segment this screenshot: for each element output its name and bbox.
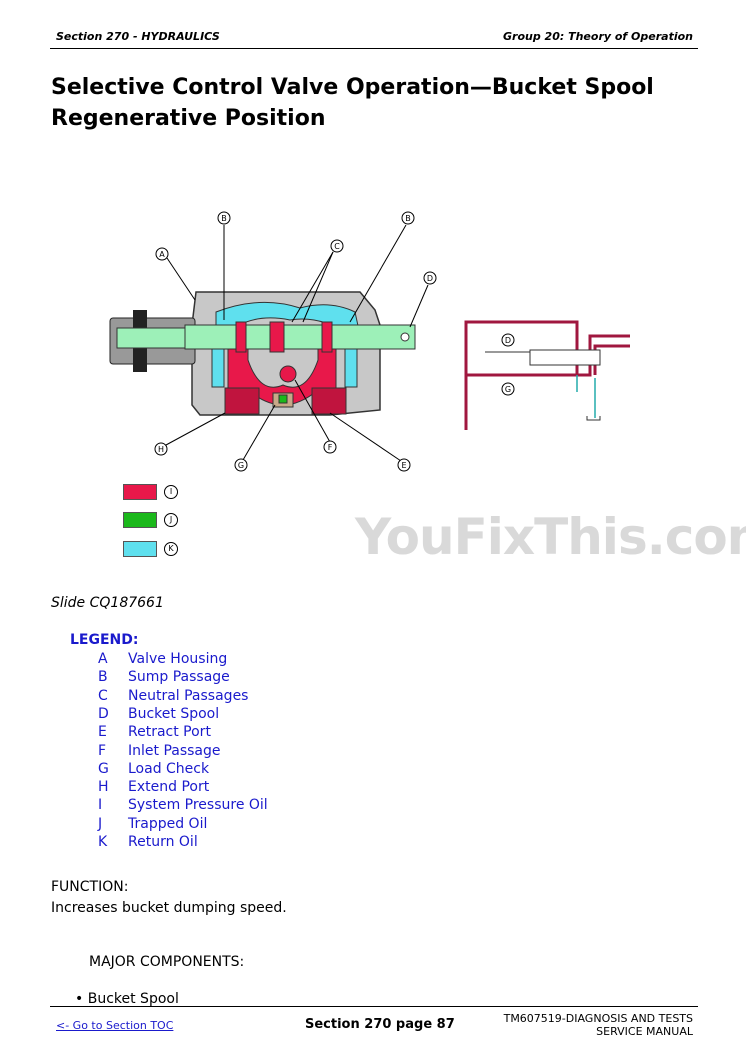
bucket-spool <box>184 324 416 350</box>
legend-label: Return Oil <box>128 834 198 850</box>
swatch-pressure-oil <box>123 484 157 500</box>
swatch-label-j: J <box>164 513 178 527</box>
callout-g: G <box>238 461 244 470</box>
callout-h: H <box>158 445 164 454</box>
legend-key: K <box>98 834 108 850</box>
header-section: Section 270 - HYDRAULICS <box>56 30 220 43</box>
legend-label: Load Check <box>128 760 210 777</box>
function-text: Increases bucket dumping speed. <box>51 900 287 916</box>
slide-caption: Slide CQ187661 <box>51 595 164 611</box>
legend-key: E <box>98 724 107 741</box>
legend-key: G <box>98 760 109 777</box>
footer-divider <box>50 1006 698 1007</box>
swatch-return-oil <box>123 541 157 557</box>
legend-label: Extend Port <box>128 779 210 796</box>
valve-diagram: A B B C D H G F E D G <box>109 211 630 472</box>
schematic-callout-d: D <box>505 336 511 345</box>
legend-key: A <box>98 651 108 667</box>
spool-eye <box>400 332 410 342</box>
callouts: A B B C D H G F E <box>154 211 437 472</box>
trapped-oil <box>278 394 288 404</box>
spool-land <box>235 321 247 353</box>
legend-key: C <box>98 687 108 704</box>
manual-line-1: TM607519-DIAGNOSIS AND TESTS <box>503 1012 693 1025</box>
legend-label: Neutral Passages <box>128 687 249 704</box>
component-label: Bucket Spool <box>87 991 179 1007</box>
manual-title: TM607519-DIAGNOSIS AND TESTS SERVICE MAN… <box>504 1012 693 1038</box>
callout-f: F <box>328 443 333 452</box>
legend-key: B <box>98 669 108 686</box>
callout-e: E <box>401 461 406 470</box>
schematic-callout-g: G <box>505 385 511 394</box>
spool-land <box>269 321 285 353</box>
swatch-label-i: I <box>164 485 178 499</box>
legend-key: J <box>98 815 103 832</box>
legend-label: Retract Port <box>128 724 211 741</box>
callout-b: B <box>221 214 227 223</box>
extend-port <box>224 387 260 415</box>
callout-d: D <box>427 274 433 283</box>
manual-line-2: SERVICE MANUAL <box>596 1025 693 1038</box>
page-number: Section 270 page 87 <box>305 1017 455 1032</box>
legend-title: LEGEND: <box>70 632 139 648</box>
page-title: Selective Control Valve Operation—Bucket… <box>51 75 654 131</box>
swatch-label-k: K <box>164 542 178 556</box>
retract-port <box>311 387 347 415</box>
components-heading: MAJOR COMPONENTS: <box>89 954 245 970</box>
section-toc-link[interactable]: <- Go to Section TOC <box>56 1019 174 1032</box>
return-passage-left <box>211 344 225 388</box>
legend-label: Valve Housing <box>128 651 228 667</box>
watermark: YouFixThis.com <box>355 508 746 566</box>
legend-label: Inlet Passage <box>128 742 221 759</box>
callout-c: C <box>334 242 340 251</box>
inlet-passage <box>279 365 297 383</box>
legend-key: D <box>98 705 109 722</box>
legend-label: Sump Passage <box>128 669 230 686</box>
callout-b: B <box>405 214 411 223</box>
component-item: • Bucket Spool <box>75 991 179 1007</box>
hydraulic-schematic: D G <box>464 320 630 430</box>
legend-key: H <box>98 779 109 796</box>
legend-key: F <box>98 742 107 759</box>
header-divider <box>50 48 698 49</box>
legend-key: I <box>98 797 103 814</box>
swatch-trapped-oil <box>123 512 157 528</box>
header-group: Group 20: Theory of Operation <box>503 30 693 43</box>
legend-label: Trapped Oil <box>128 815 208 832</box>
return-passage-right <box>344 344 358 388</box>
leader-lines <box>165 224 429 462</box>
legend-label: Bucket Spool <box>128 705 220 722</box>
legend-label: System Pressure Oil <box>128 797 268 814</box>
function-heading: FUNCTION: <box>51 879 129 895</box>
spool-land <box>321 321 333 353</box>
callout-a: A <box>159 250 165 259</box>
